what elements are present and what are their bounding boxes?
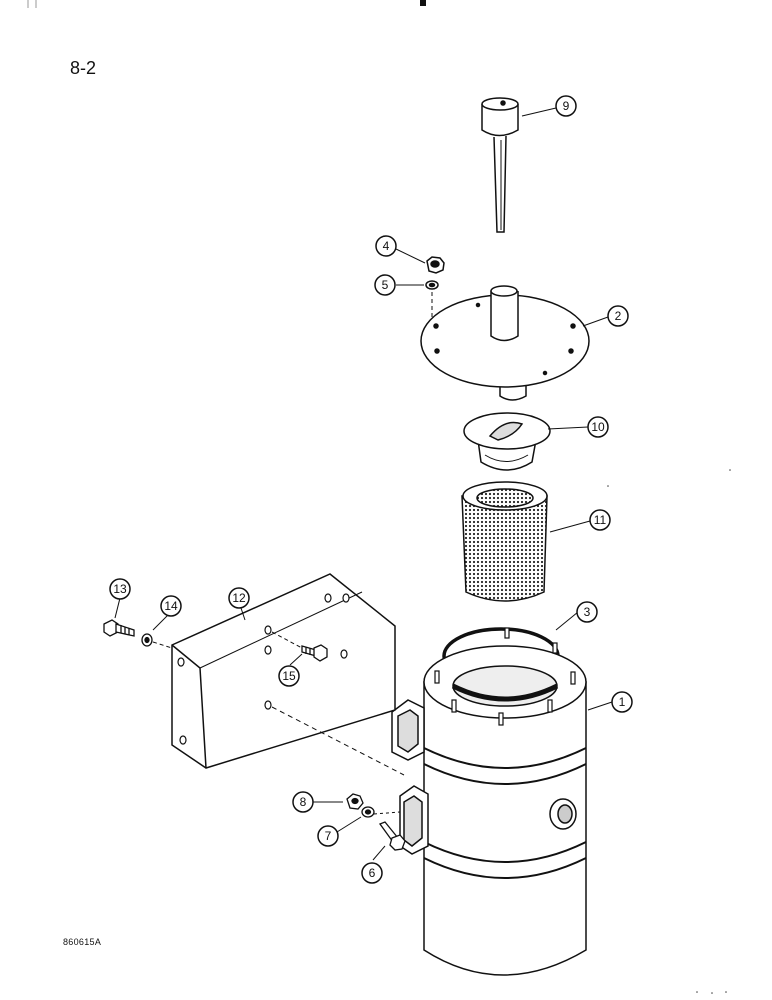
part-2-cover [420,285,590,401]
callout-9: 9 [555,95,577,117]
part-13-bolt [103,619,135,637]
print-specks [607,469,731,994]
part-10-baffle [463,412,551,471]
callout-label: 4 [383,239,390,253]
callout-label: 8 [300,795,307,809]
callout-label: 10 [591,420,605,434]
callout-label: 1 [619,695,626,709]
part-8-nut [346,793,364,810]
callout-label: 6 [369,866,376,880]
callout-15: 15 [278,665,300,687]
callout-13: 13 [109,578,131,600]
callout-12: 12 [228,587,250,609]
callout-6: 6 [361,862,383,884]
part-14-washer [141,633,153,647]
callout-label: 11 [594,513,607,527]
callout-label: 12 [232,591,246,605]
assembly-line [373,811,401,815]
part-6-bolt [378,821,406,851]
callout-11: 11 [589,509,611,531]
callout-label: 7 [325,829,332,843]
callout-label: 13 [113,582,127,596]
callout-4: 4 [375,235,397,257]
figure-code: 860615A [63,937,102,947]
callout-label: 5 [382,278,389,292]
callout-label: 14 [164,599,178,613]
edge-marks [27,0,37,8]
assembly-line [152,641,173,649]
part-4-nut [426,256,445,274]
callout-label: 2 [615,309,622,323]
callout-label: 3 [584,605,591,619]
part-1-housing [391,627,587,976]
assembly-line [271,631,303,649]
callout-1: 1 [611,691,633,713]
callout-14: 14 [160,595,182,617]
callout-7: 7 [317,825,339,847]
part-9-indicator-cap [481,97,519,233]
callout-5: 5 [374,274,396,296]
assembly-line [271,706,405,776]
part-11-filter-element [461,481,548,602]
part-7-washer [361,806,375,818]
part-5-washer [425,280,439,290]
page-number: 8-2 [70,58,97,78]
callout-label: 15 [282,669,296,683]
callout-label: 9 [563,99,570,113]
callout-8: 8 [292,791,314,813]
callout-10: 10 [587,416,609,438]
callout-3: 3 [576,601,598,623]
edge-mark [420,0,426,6]
part-15-bolt [301,644,328,662]
callout-2: 2 [607,305,629,327]
leader-lines [114,107,613,861]
